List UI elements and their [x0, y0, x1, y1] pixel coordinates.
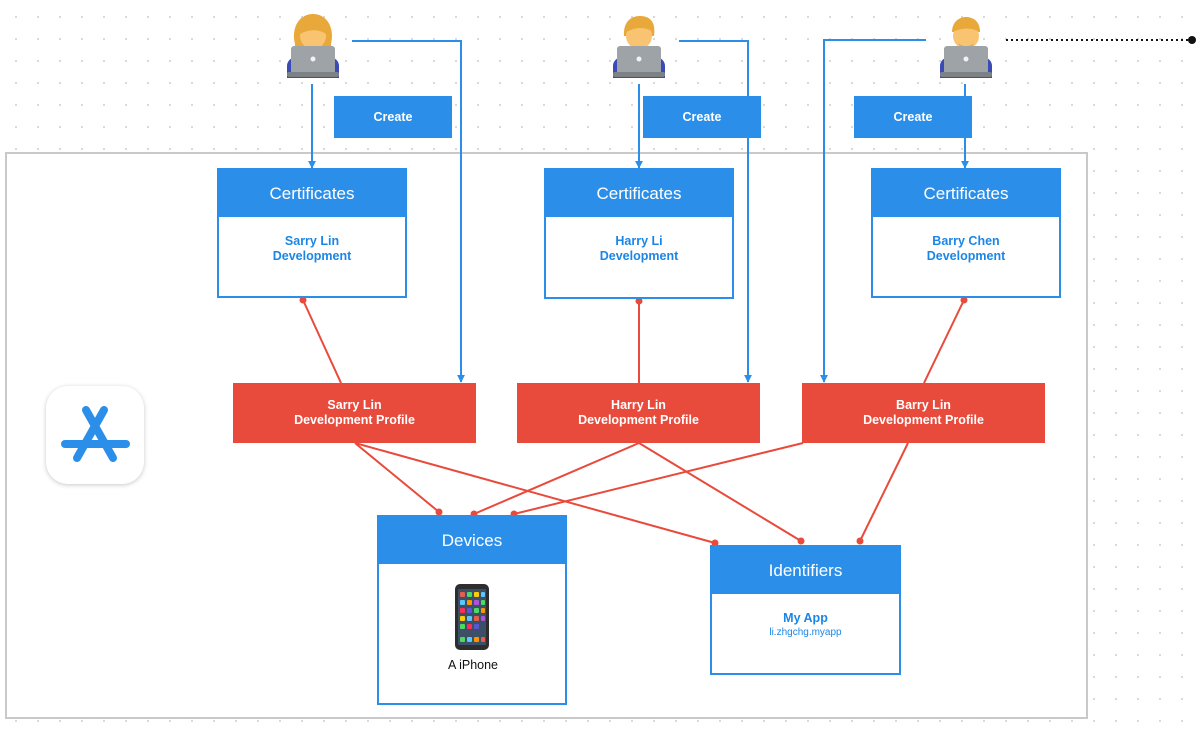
iphone-icon: [455, 584, 489, 650]
certificate-card-title: Certificates: [219, 170, 405, 217]
dotted-connector-endpoint: [1188, 36, 1196, 44]
certificate-card-title: Certificates: [546, 170, 732, 217]
development-profile-3: Barry Lin Development Profile: [802, 383, 1045, 443]
profile-type: Development Profile: [294, 413, 415, 427]
app-store-connect-icon: [46, 386, 144, 484]
certificate-type: Development: [599, 249, 679, 263]
profile-owner-name: Harry Lin: [611, 398, 666, 412]
certificate-card-3: Certificates Barry Chen Development: [871, 168, 1061, 298]
profile-owner-name: Sarry Lin: [327, 398, 382, 412]
identifiers-card-title: Identifiers: [712, 547, 899, 594]
certificate-owner-name: Harry Li: [615, 234, 663, 248]
profile-type: Development Profile: [863, 413, 984, 427]
certificate-card-2: Certificates Harry Li Development: [544, 168, 734, 299]
certificate-type: Development: [272, 249, 352, 263]
certificate-card-body: Harry Li Development: [546, 217, 732, 264]
certificate-owner-name: Sarry Lin: [284, 234, 340, 248]
woman-technologist-icon: [287, 14, 339, 78]
device-name: A iPhone: [447, 658, 499, 672]
certificate-card-1: Certificates Sarry Lin Development: [217, 168, 407, 298]
identifiers-card-body: My App li.zhgchg.myapp: [712, 594, 899, 639]
create-button-user3[interactable]: Create: [854, 96, 972, 138]
devices-card-title: Devices: [379, 517, 565, 564]
create-button-user1[interactable]: Create: [334, 96, 452, 138]
development-profile-2: Harry Lin Development Profile: [517, 383, 760, 443]
development-profile-1: Sarry Lin Development Profile: [233, 383, 476, 443]
identifiers-card: Identifiers My App li.zhgchg.myapp: [710, 545, 901, 675]
man-technologist-icon: [940, 17, 992, 78]
app-store-glyph-icon: [61, 406, 130, 462]
technologist-icon: [613, 16, 665, 78]
profile-type: Development Profile: [578, 413, 699, 427]
certificate-type: Development: [926, 249, 1006, 263]
certificate-card-title: Certificates: [873, 170, 1059, 217]
profile-owner-name: Barry Lin: [896, 398, 951, 412]
certificate-card-body: Barry Chen Development: [873, 217, 1059, 264]
certificate-card-body: Sarry Lin Development: [219, 217, 405, 264]
create-button-user2[interactable]: Create: [643, 96, 761, 138]
certificate-owner-name: Barry Chen: [932, 234, 1000, 248]
app-name: My App: [783, 611, 828, 625]
bundle-identifier: li.zhgchg.myapp: [769, 627, 842, 638]
